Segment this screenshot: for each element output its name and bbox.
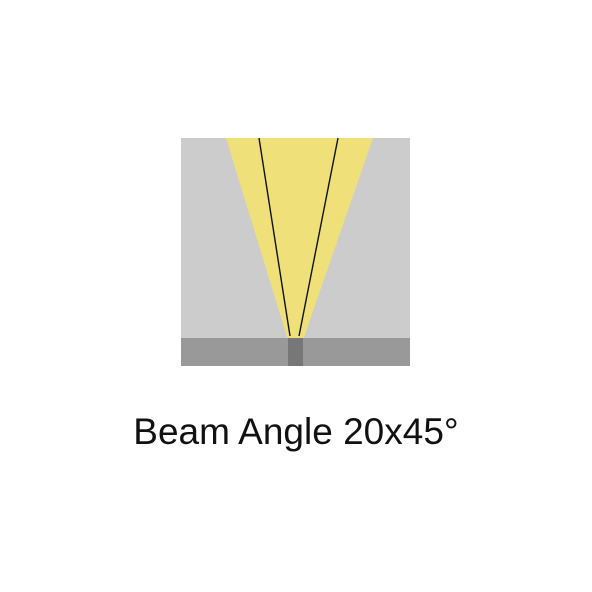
narrow-beam-left-edge xyxy=(258,137,291,337)
light-emitter xyxy=(288,338,303,366)
narrow-beam-right-edge xyxy=(298,137,339,337)
wide-beam-cone xyxy=(226,138,373,340)
beam-angle-caption: Beam Angle 20x45° xyxy=(133,411,459,452)
